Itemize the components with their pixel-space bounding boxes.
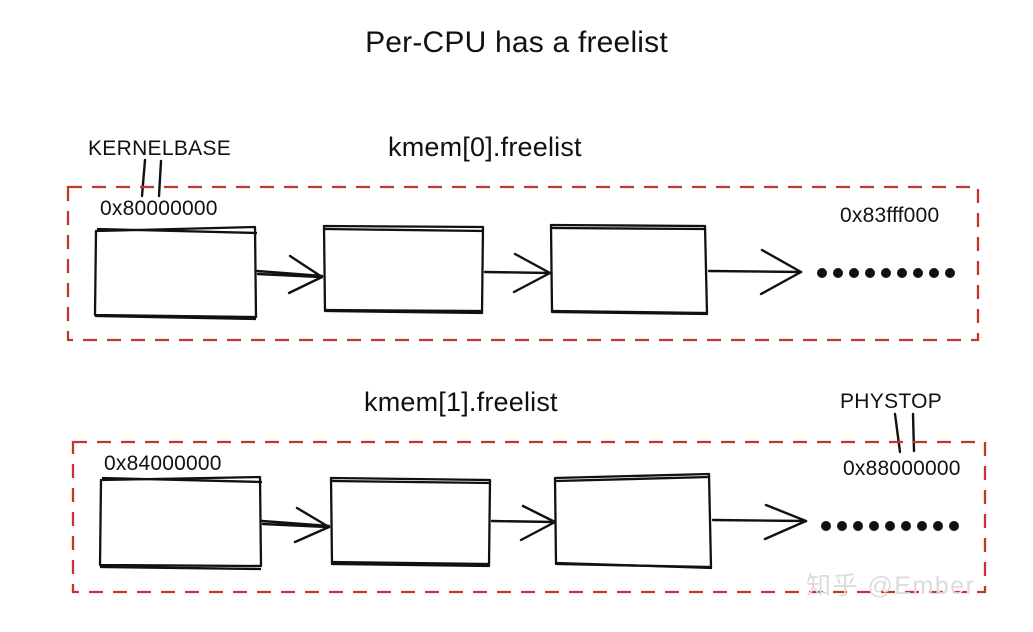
kmem0-node-1 bbox=[93, 225, 258, 321]
kmem1-node-3 bbox=[553, 472, 713, 570]
kmem1-region-title: kmem[1].freelist bbox=[364, 387, 558, 417]
phystop-tick-marks bbox=[893, 412, 916, 454]
kmem1-node-1 bbox=[98, 475, 263, 571]
kmem0-node-3 bbox=[549, 223, 709, 316]
kmem0-arrow-1 bbox=[255, 254, 324, 295]
kmem1-start-address: 0x84000000 bbox=[104, 452, 222, 475]
watermark: 知乎 @Ember bbox=[806, 572, 976, 600]
kmem0-ellipsis-dots bbox=[817, 268, 955, 278]
kmem0-start-address: 0x80000000 bbox=[100, 197, 218, 220]
kmem1-ellipsis-dots bbox=[821, 521, 959, 531]
kmem0-arrow-2 bbox=[483, 252, 552, 294]
kmem0-node-2 bbox=[322, 224, 485, 315]
kernelbase-tick-marks bbox=[140, 158, 163, 198]
kmem1-node-2 bbox=[329, 476, 492, 568]
kmem0-end-address: 0x83fff000 bbox=[840, 204, 940, 227]
phystop-marker-label: PHYSTOP bbox=[840, 390, 943, 413]
kmem0-region-border bbox=[66, 185, 980, 342]
kmem0-arrow-3 bbox=[707, 248, 803, 296]
kmem0-region-title: kmem[0].freelist bbox=[388, 132, 582, 162]
kmem1-region-border bbox=[71, 440, 987, 594]
kmem1-arrow-2 bbox=[490, 504, 557, 542]
kernelbase-marker-label: KERNELBASE bbox=[88, 137, 232, 160]
page-title: Per-CPU has a freelist bbox=[365, 26, 668, 59]
kmem1-arrow-1 bbox=[260, 506, 331, 544]
kmem1-arrow-3 bbox=[711, 503, 808, 541]
kmem1-end-address: 0x88000000 bbox=[843, 457, 961, 480]
